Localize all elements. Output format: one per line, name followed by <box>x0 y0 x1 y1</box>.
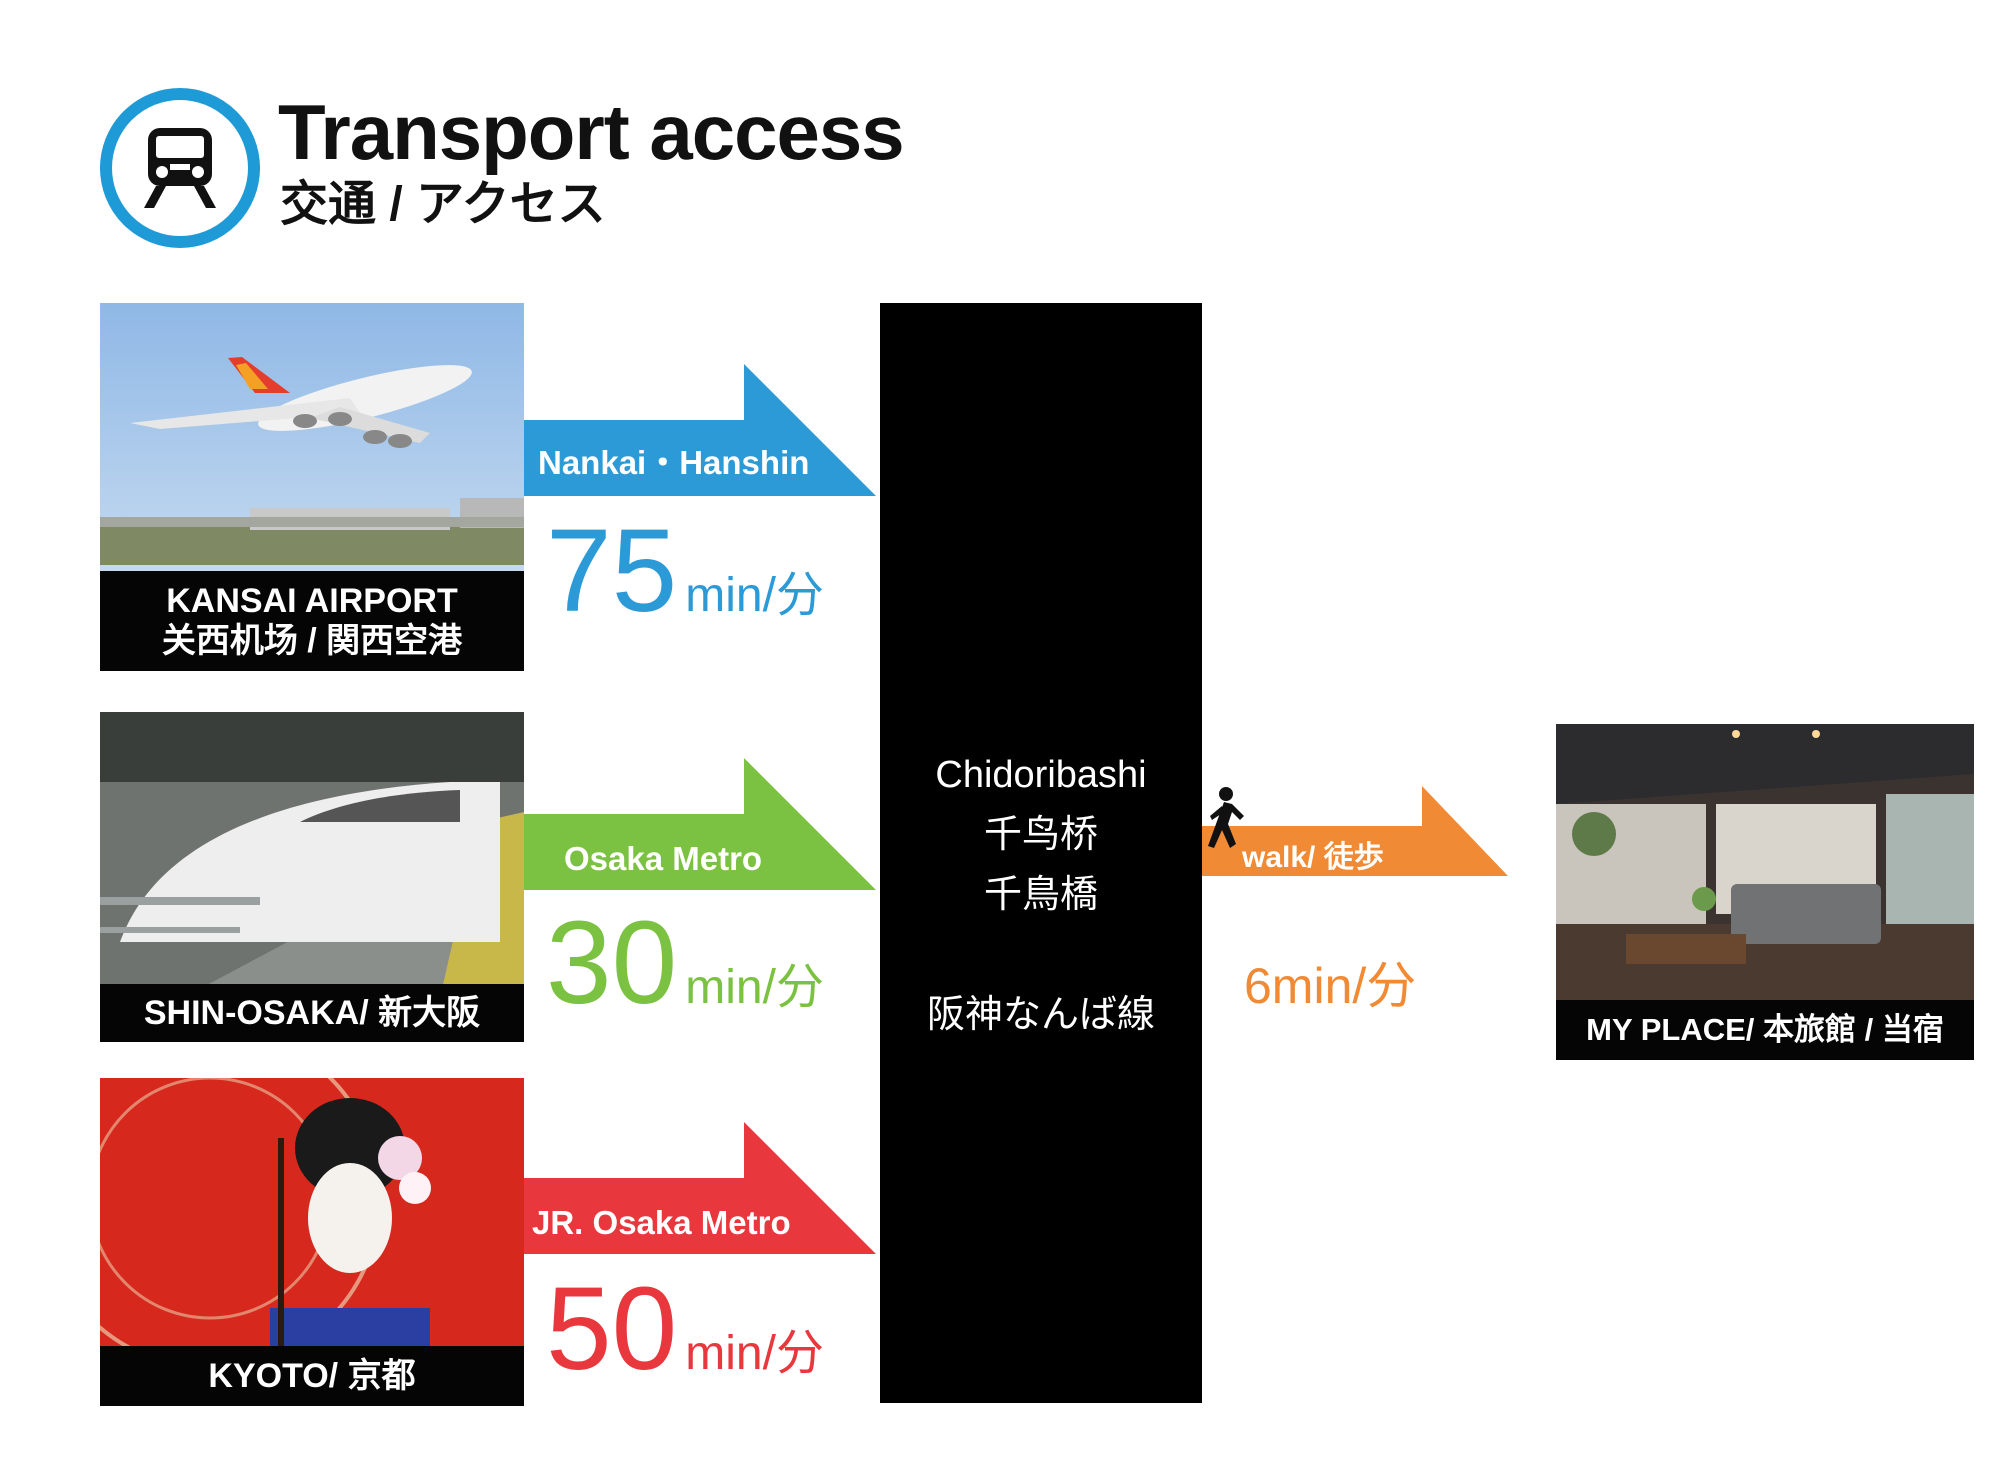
route-arrow: Nankai・Hanshin <box>524 364 876 496</box>
origin-name: KANSAI AIRPORT <box>100 581 524 621</box>
walk-time: 6min/分 <box>1244 946 1416 1018</box>
train-icon <box>140 124 220 212</box>
travel-minutes: 75 <box>546 505 677 637</box>
origin-name: SHIN-OSAKA/ 新大阪 <box>100 993 524 1033</box>
walk-arrow: walk/ 徒歩 <box>1202 786 1508 876</box>
route-line-label: JR. Osaka Metro <box>532 1204 791 1242</box>
origin-name-local: 关西机场 / 関西空港 <box>100 621 524 661</box>
travel-unit: min/分 <box>685 1327 824 1380</box>
walking-person-icon <box>1202 786 1246 856</box>
station-name-en: Chidoribashi <box>880 745 1202 805</box>
travel-minutes: 50 <box>546 1263 677 1395</box>
shin-osaka-card: SHIN-OSAKA/ 新大阪 <box>100 712 524 1042</box>
kansai-airport-card: KANSAI AIRPORT 关西机场 / 関西空港 <box>100 303 524 671</box>
train-logo <box>100 88 260 248</box>
travel-unit: min/分 <box>685 961 824 1014</box>
travel-minutes: 30 <box>546 897 677 1029</box>
origin-caption: KYOTO/ 京都 <box>100 1346 524 1406</box>
kyoto-card: KYOTO/ 京都 <box>100 1078 524 1406</box>
route-line-label: Nankai・Hanshin <box>538 436 809 484</box>
route-arrow: JR. Osaka Metro <box>524 1122 876 1254</box>
page-subtitle: 交通 / アクセス <box>280 176 606 234</box>
route-line-label: Osaka Metro <box>564 840 762 878</box>
page-title: Transport access <box>278 86 904 178</box>
station-panel: Chidoribashi 千鸟桥 千鳥橋 阪神なんば線 <box>880 303 1202 1403</box>
origin-name: KYOTO/ 京都 <box>100 1356 524 1396</box>
destination-card: MY PLACE/ 本旅館 / 当宿 <box>1556 724 1974 1060</box>
travel-unit: min/分 <box>685 569 824 622</box>
route-arrow: Osaka Metro <box>524 758 876 890</box>
walk-label: walk/ 徒歩 <box>1242 832 1384 876</box>
station-name-ja: 千鳥橋 <box>880 865 1202 925</box>
station-line-name: 阪神なんば線 <box>880 985 1202 1045</box>
destination-label: MY PLACE/ 本旅館 / 当宿 <box>1556 1010 1974 1050</box>
destination-caption: MY PLACE/ 本旅館 / 当宿 <box>1556 1000 1974 1060</box>
origin-caption: SHIN-OSAKA/ 新大阪 <box>100 984 524 1042</box>
station-name-zh: 千鸟桥 <box>880 805 1202 865</box>
origin-caption: KANSAI AIRPORT 关西机场 / 関西空港 <box>100 571 524 671</box>
